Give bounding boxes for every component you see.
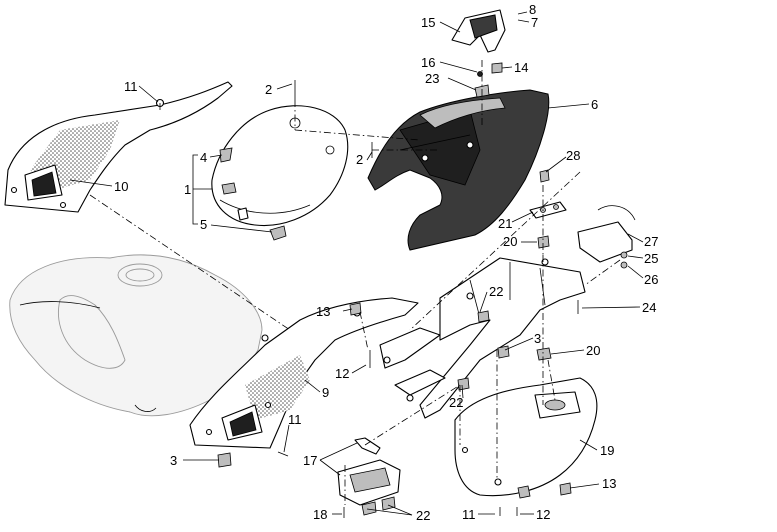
callout-28: 28 [566,148,580,163]
callout-9: 9 [322,385,329,400]
callout-16: 16 [421,55,435,70]
callout-21: 21 [498,216,512,231]
callout-27: 27 [644,234,658,249]
rear-subframe [379,257,586,419]
callout-25: 25 [644,251,658,266]
callout-20: 20 [503,234,517,249]
callout-1: 1 [184,182,191,197]
fasteners [217,80,579,518]
callout-labels: 11 10 2 4 1 5 2 6 15 8 7 16 14 23 28 21 … [114,2,658,523]
callout-14: 14 [514,60,528,75]
callout-3: 3 [534,331,541,346]
rear-tray [454,377,598,499]
leader-lines [69,11,644,516]
callout-11: 11 [124,79,138,94]
callout-22: 22 [449,395,463,410]
right-side-panel [189,297,419,449]
electronic-module [577,205,636,269]
callout-22: 22 [416,508,430,523]
callout-10: 10 [114,179,128,194]
callout-24: 24 [642,300,656,315]
callout-3: 3 [170,453,177,468]
callout-4: 4 [200,150,207,165]
callout-7: 7 [531,15,538,30]
callout-22: 22 [489,284,503,299]
callout-18: 18 [313,507,327,522]
callout-2: 2 [356,152,363,167]
callout-2: 2 [265,82,272,97]
callout-6: 6 [591,97,598,112]
callout-19: 19 [600,443,614,458]
callout-11: 11 [462,507,476,522]
callout-20: 20 [586,343,600,358]
callout-26: 26 [644,272,658,287]
alignment-lines [89,60,621,505]
lower-bracket [337,437,401,516]
callout-17: 17 [303,453,317,468]
callout-15: 15 [421,15,435,30]
callout-11: 11 [288,412,302,427]
rider-seat [211,105,349,241]
callout-12: 12 [536,507,550,522]
left-side-panel [4,81,233,213]
fuel-tank-outline [9,254,263,417]
callout-8: 8 [529,2,536,17]
tail-cowl [367,89,550,251]
callout-13: 13 [316,304,330,319]
callout-5: 5 [200,217,207,232]
top-bracket [451,9,506,98]
callout-23: 23 [425,71,439,86]
callout-13: 13 [602,476,616,491]
callout-12: 12 [335,366,349,381]
seat-latch-bracket [529,169,567,361]
